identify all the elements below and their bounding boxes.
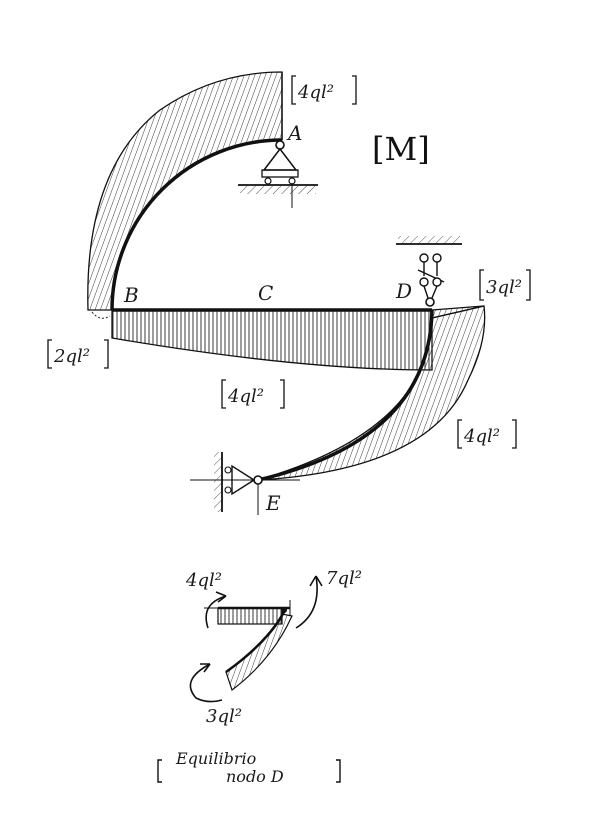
- moment-value-beam: 4ql²: [227, 386, 264, 407]
- node-label-c: C: [258, 281, 273, 305]
- detail-value-left: 4ql²: [185, 570, 222, 591]
- hinge-d: [425, 297, 435, 307]
- detail-arrow-left-moment: [205, 595, 227, 629]
- moment-value-left: 2ql²: [53, 346, 90, 367]
- support-d: [396, 236, 462, 307]
- detail-arch-moment: [225, 613, 293, 691]
- lower-arch-member: [257, 309, 434, 482]
- support-a: [238, 140, 318, 208]
- moment-value-right-arc: 4ql²: [463, 426, 500, 447]
- label-moment-beam: 4ql²: [221, 379, 285, 409]
- node-label-e: E: [265, 491, 281, 515]
- detail-node-d: [281, 607, 287, 613]
- detail-beam-moment: [217, 607, 283, 625]
- moment-value-top: 4ql²: [297, 82, 334, 103]
- label-moment-right-arc: 4ql²: [457, 419, 517, 449]
- detail-value-bottom: 3ql²: [206, 706, 242, 727]
- detail-arrow-bottom-moment: [189, 663, 223, 703]
- upper-arch-member: [110, 138, 283, 311]
- beam-moment-area: [111, 309, 433, 371]
- moment-value-right-d: 3ql²: [486, 277, 522, 298]
- detail-arrow-right-moment: [295, 575, 318, 629]
- detail-caption-line2: nodo D: [226, 767, 284, 786]
- upper-arch-group: [87, 71, 283, 311]
- support-e: [190, 452, 300, 515]
- node-label-b: B: [123, 283, 139, 307]
- node-label-d: D: [395, 279, 412, 303]
- lower-arch-group: [257, 305, 486, 482]
- diagram-title: [M]: [372, 130, 430, 168]
- beam-group: [91, 308, 433, 371]
- label-moment-right-d: 3ql²: [479, 269, 531, 301]
- detail-value-right: 7ql²: [326, 568, 362, 589]
- label-moment-top: 4ql²: [291, 75, 357, 105]
- detail-caption-line1: Equilibrio: [175, 749, 256, 768]
- label-moment-left: 2ql²: [47, 339, 109, 369]
- node-label-a: A: [286, 121, 302, 145]
- equilibrium-detail: 4ql² 7ql² 3ql² Equilibrio nodo D: [157, 568, 362, 786]
